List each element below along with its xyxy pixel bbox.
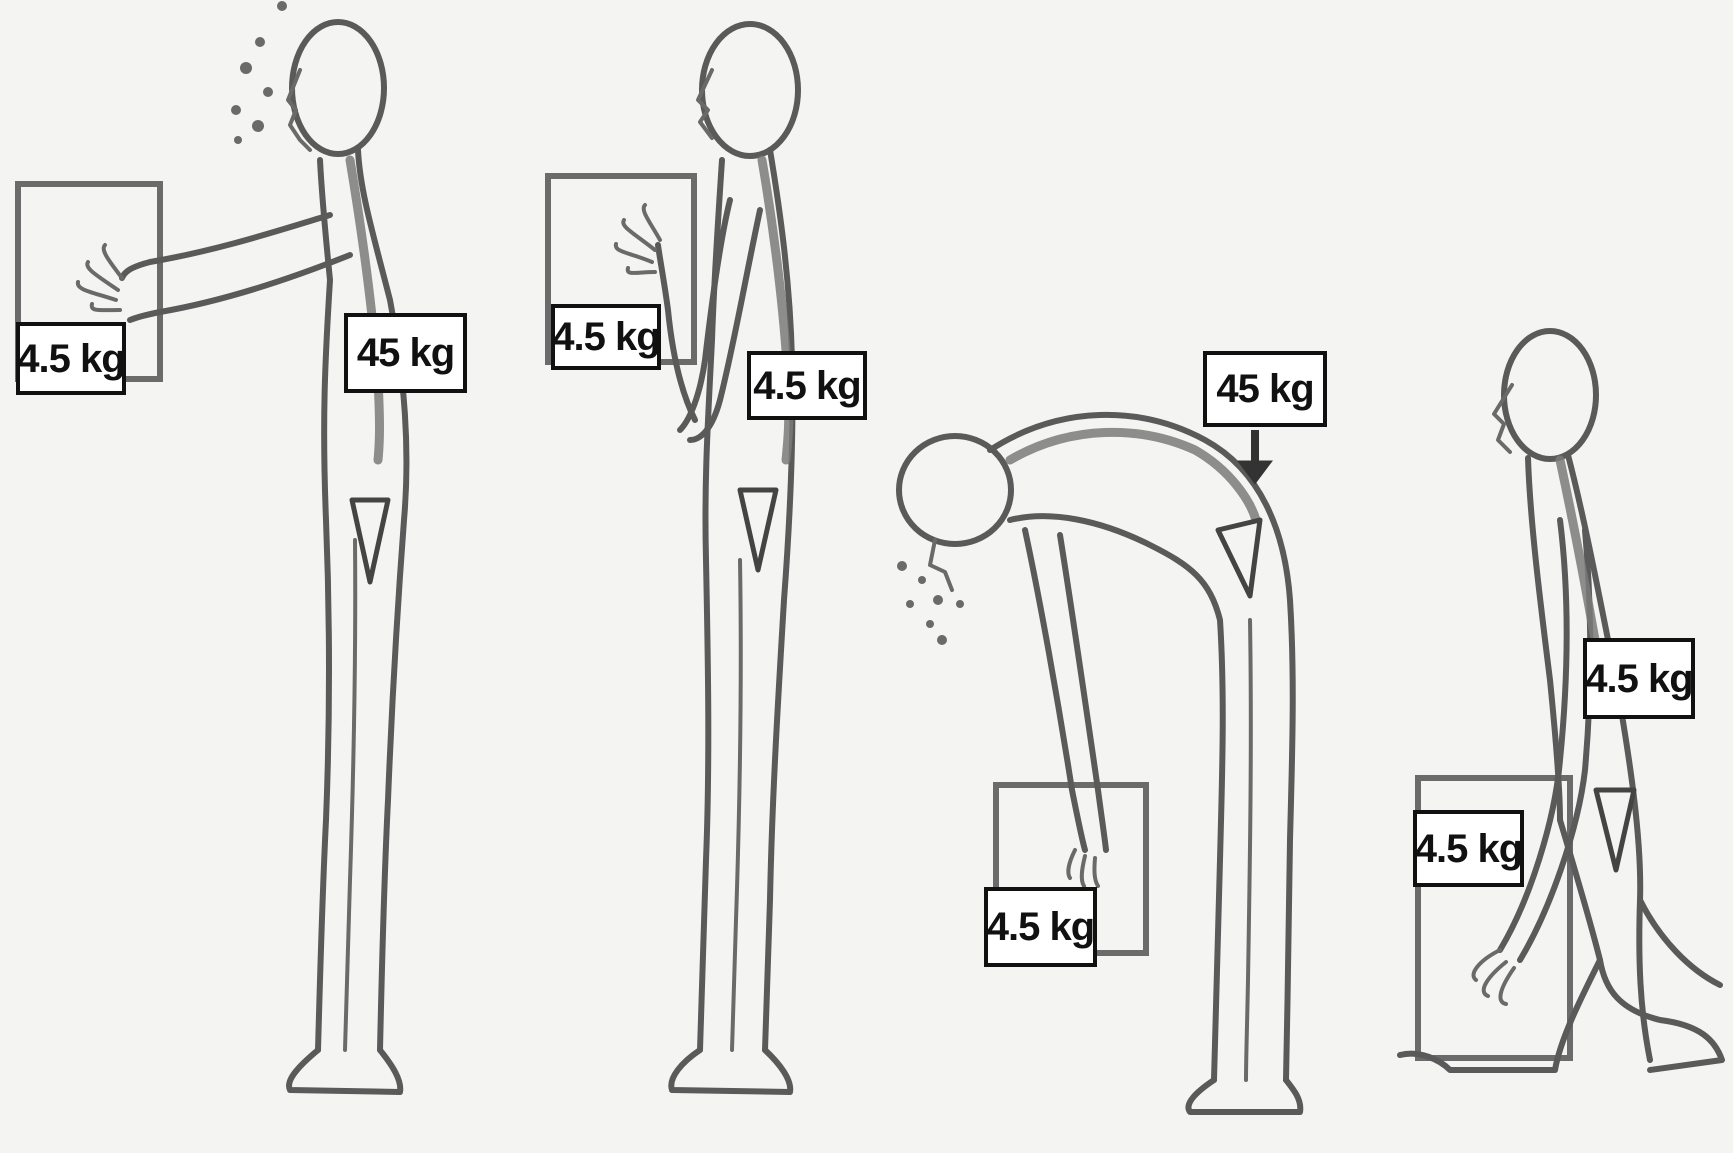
force-arrow-2 <box>740 490 776 570</box>
head-3 <box>899 436 1011 544</box>
head-2 <box>702 24 798 156</box>
sweat-drops-1 <box>231 1 287 144</box>
weight-label: 45 kg <box>1203 351 1327 427</box>
weight-label: 4.5 kg <box>16 322 126 395</box>
force-arrow-3 <box>1218 520 1260 596</box>
weight-label: 4.5 kg <box>551 304 661 370</box>
figure-1-arms-extended <box>18 1 406 1092</box>
head-1 <box>292 22 384 154</box>
sweat-drops-3 <box>897 561 964 645</box>
figure-2-box-close <box>548 24 798 1092</box>
weight-label: 4.5 kg <box>1583 638 1695 719</box>
weight-label: 4.5 kg <box>1413 810 1524 887</box>
head-4 <box>1504 331 1596 459</box>
figure-3-bent-lift <box>897 415 1300 1112</box>
weight-label: 4.5 kg <box>747 351 867 420</box>
weight-label: 4.5 kg <box>984 887 1097 967</box>
weight-label: 45 kg <box>344 313 467 393</box>
force-arrow-4 <box>1596 790 1634 870</box>
force-arrow-1 <box>352 500 388 582</box>
